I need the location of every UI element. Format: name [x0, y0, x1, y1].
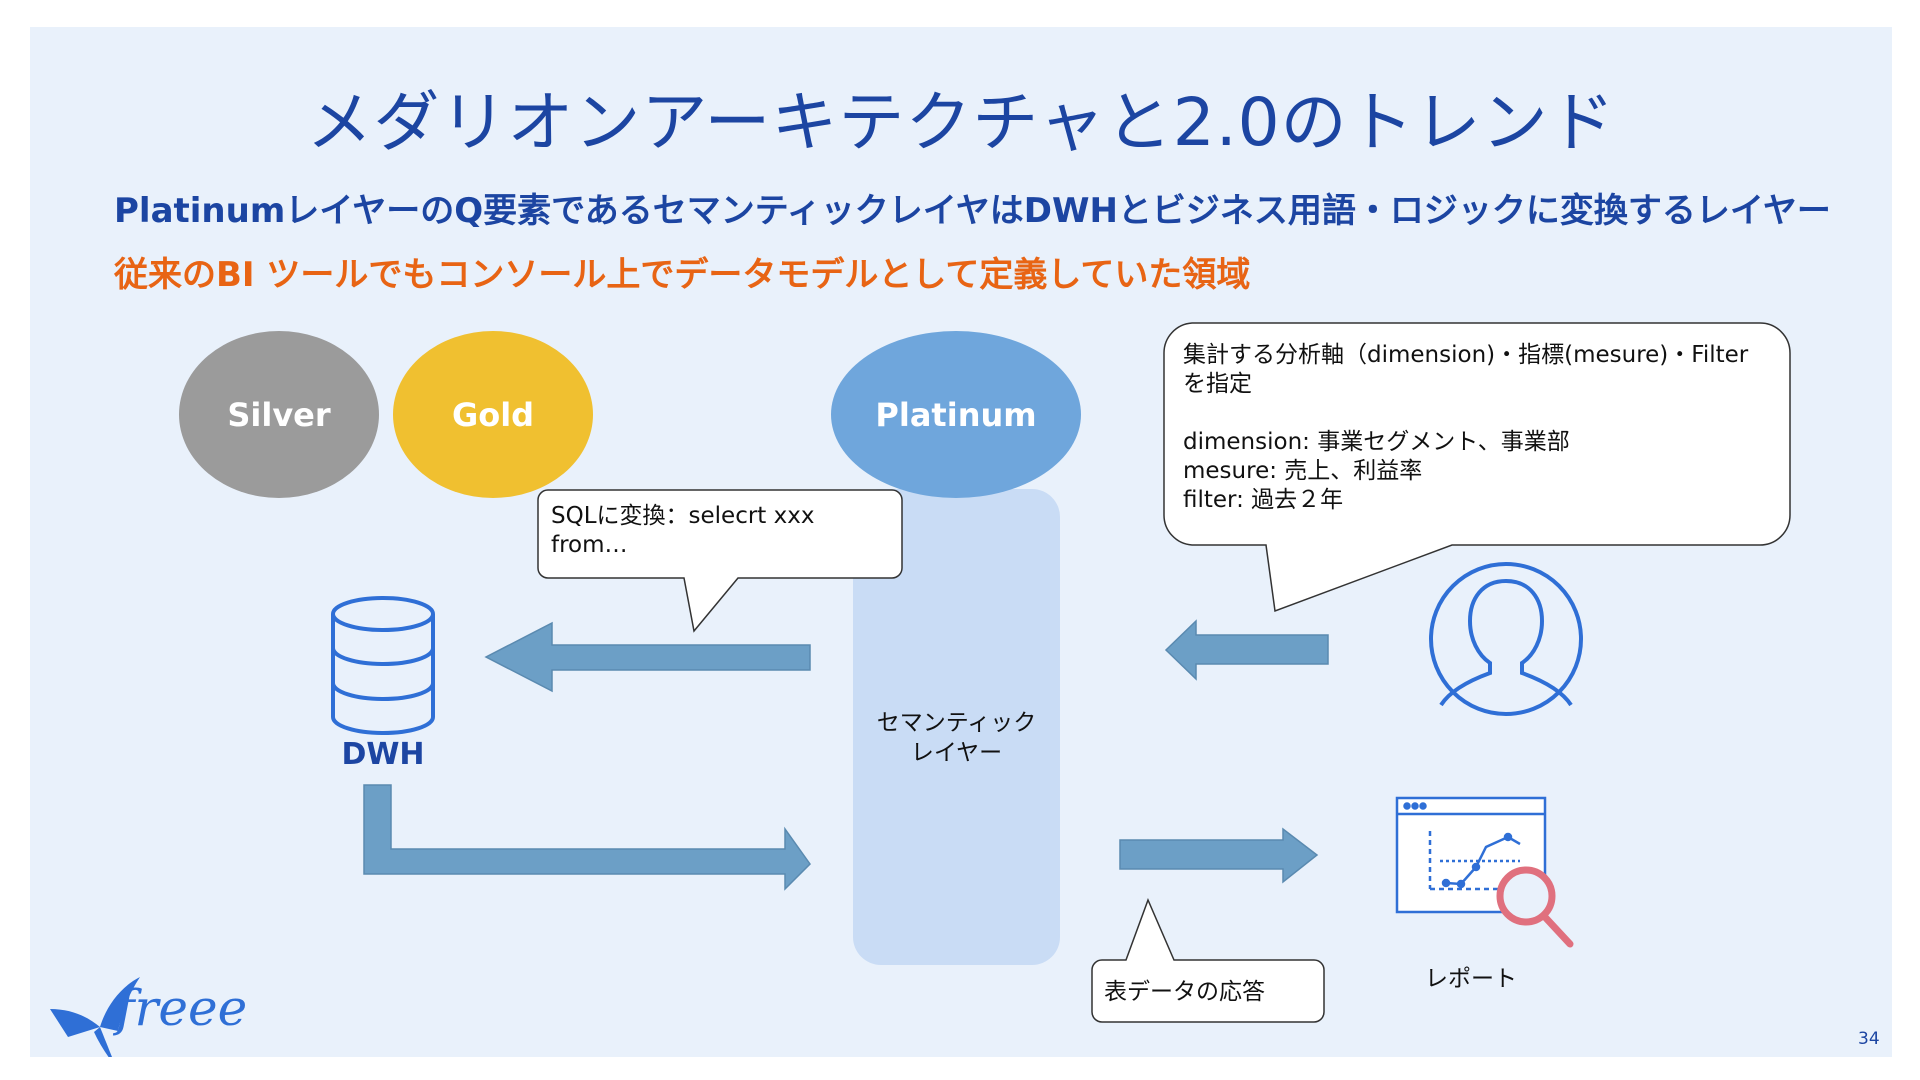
silver-layer-label: Silver — [227, 395, 331, 434]
arrow-dwh-to-semantic — [363, 784, 811, 891]
table-response-callout-bubble — [1091, 898, 1325, 1023]
freee-bird-icon — [50, 977, 140, 1057]
dwh-label: DWH — [341, 737, 425, 772]
gold-layer-ellipse: Gold — [393, 331, 593, 498]
silver-layer-ellipse: Silver — [179, 331, 379, 498]
table-response-callout-text: 表データの応答 — [1104, 979, 1265, 1005]
user-spec-callout-bubble — [1163, 322, 1791, 613]
subtitle-platinum-description: PlatinumレイヤーのQ要素であるセマンティックレイヤはDWHとビジネス用語… — [114, 191, 1831, 231]
database-icon — [331, 596, 435, 735]
page-number: 34 — [1858, 1029, 1880, 1049]
report-label: レポート — [1425, 966, 1517, 992]
magnifier-icon — [1496, 866, 1574, 948]
freee-logo-text: freee — [116, 979, 248, 1037]
platinum-layer-label: Platinum — [875, 395, 1037, 434]
semantic-layer-label-line1: セマンティック — [876, 710, 1037, 736]
diagram-graphics — [50, 562, 1583, 1057]
sql-callout-text: SQLに変換：selecrt xxx from… — [551, 503, 815, 558]
user-avatar-icon — [1429, 562, 1583, 716]
sql-callout-bubble — [537, 489, 903, 633]
semantic-layer-label-line2: レイヤー — [910, 740, 1003, 766]
user-spec-callout-text: 集計する分析軸（dimension)・指標(mesure)・Filter を指定… — [1183, 342, 1749, 513]
arrow-to-dwh — [484, 621, 811, 693]
slide: メダリオンアーキテクチャと2.0のトレンド PlatinumレイヤーのQ要素であ… — [30, 27, 1892, 1057]
report-chart-icon — [1395, 796, 1547, 914]
slide-title: メダリオンアーキテクチャと2.0のトレンド — [306, 84, 1616, 161]
gold-layer-label: Gold — [451, 395, 535, 434]
arrow-user-to-semantic — [1164, 619, 1329, 681]
platinum-layer-ellipse: Platinum — [831, 331, 1081, 498]
subtitle-bi-tool-description: 従来のBI ツールでもコンソール上でデータモデルとして定義していた領域 — [114, 255, 1251, 295]
arrow-semantic-to-report — [1119, 827, 1319, 884]
